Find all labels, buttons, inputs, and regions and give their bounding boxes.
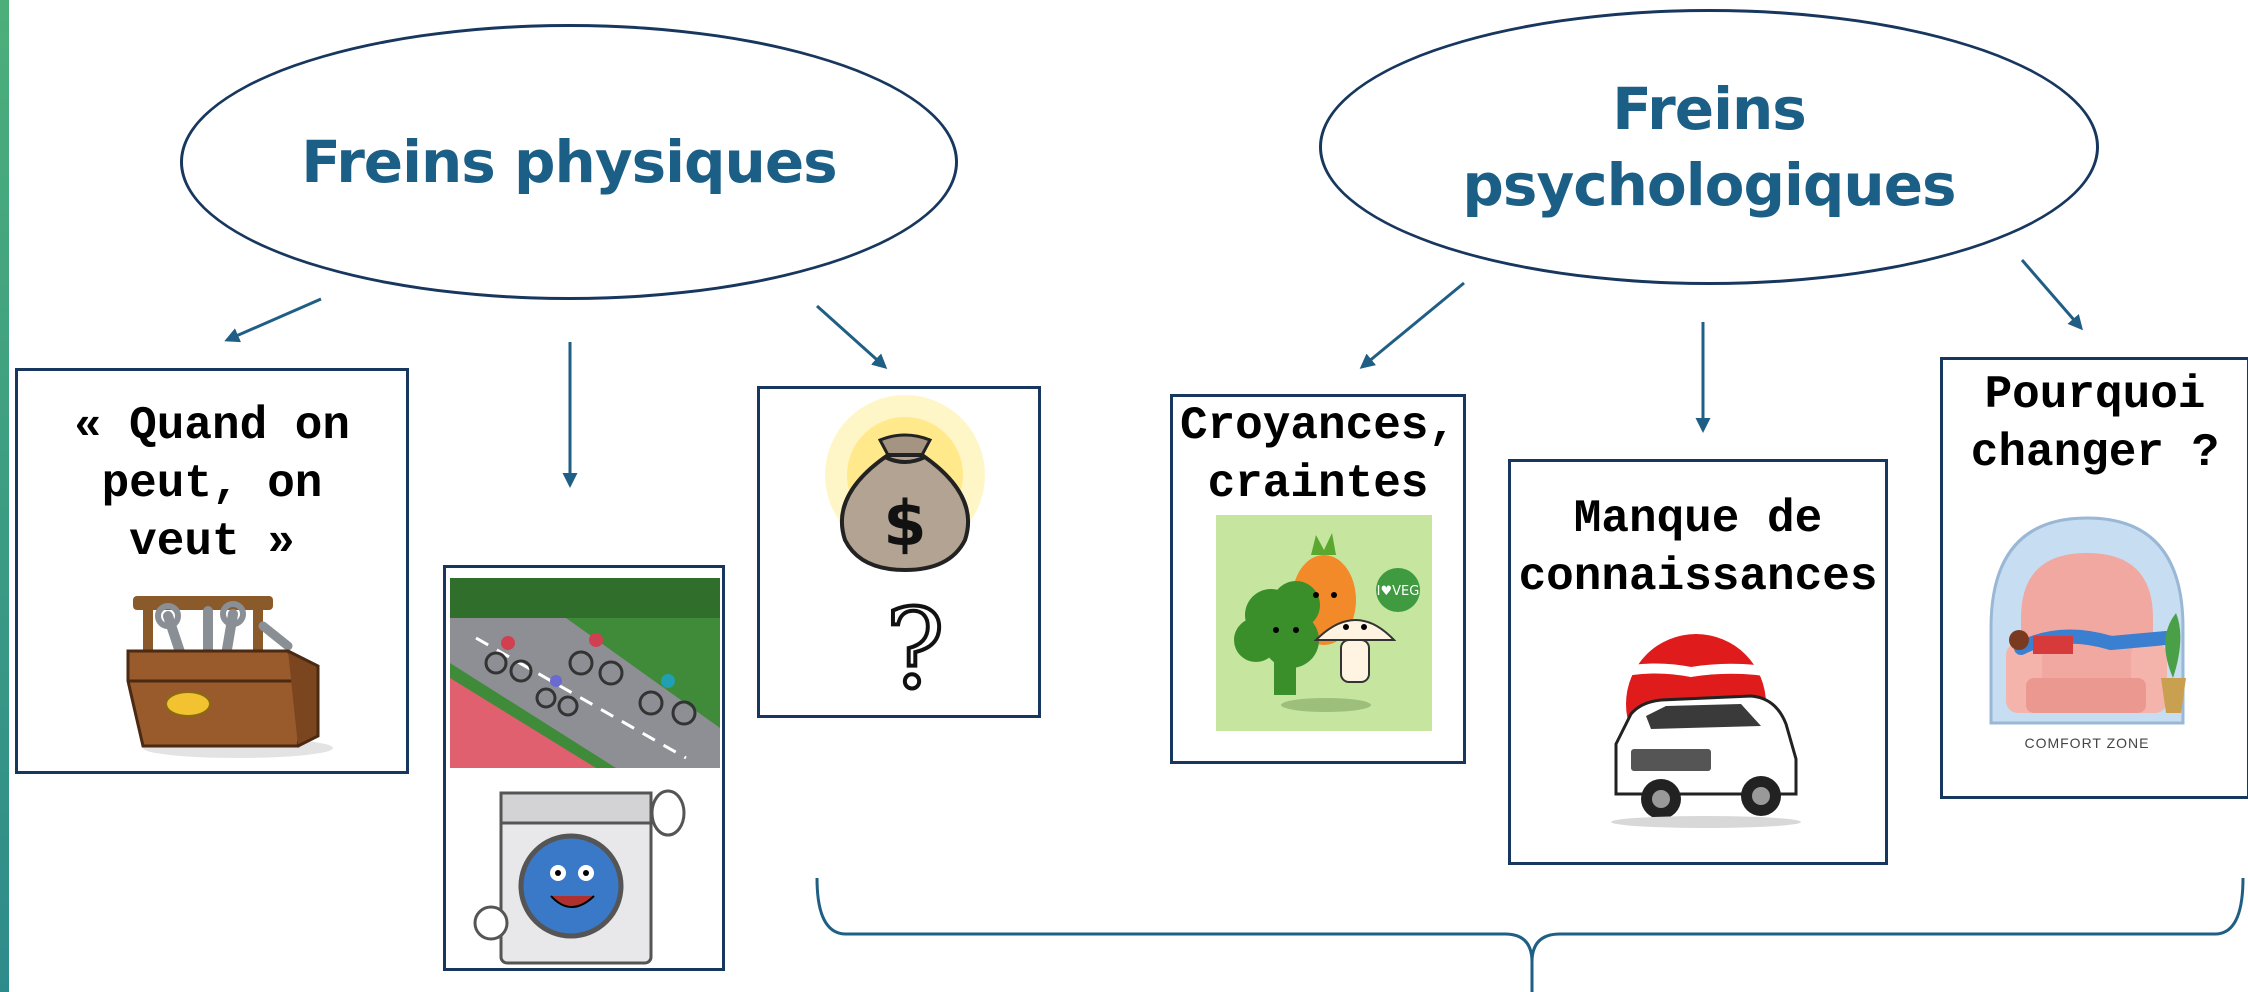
physical-brakes-title: Freins physiques: [301, 128, 837, 196]
card-croyances-label: Croyances, craintes: [1179, 400, 1457, 510]
card-manque-connaissances: Manque de connaissances: [1508, 459, 1888, 865]
psychological-brakes-title: Freins psychologiques: [1462, 75, 1956, 219]
card-pourquoi-changer: Pourquoi changer ? COMFORT ZONE: [1940, 357, 2248, 799]
svg-text:?: ?: [886, 585, 945, 695]
vegetables-icon: I♥VEG: [1216, 515, 1432, 731]
bottom-brace: [815, 877, 2245, 992]
arrow-to-argent: [815, 304, 888, 370]
suv-car-icon: [1609, 634, 1801, 828]
svg-text:I♥VEG: I♥VEG: [1377, 584, 1420, 599]
card-manque-label: Manque de connaissances: [1518, 493, 1878, 603]
money-bag-question-icon: $ ?: [825, 395, 985, 695]
card-velo-lave-linge: [443, 565, 725, 971]
card-croyances: Croyances, craintes I♥VEG: [1170, 394, 1466, 764]
card-argent: $ ?: [757, 386, 1041, 718]
left-accent-bar: [0, 0, 9, 992]
card-quand-label: « Quand on peut, on veut »: [73, 400, 351, 568]
card-quand-on-peut: « Quand on peut, on veut »: [15, 368, 409, 774]
comfort-zone-caption: COMFORT ZONE: [2024, 735, 2149, 751]
arrow-to-pourquoi: [2020, 259, 2083, 331]
arrow-to-croyances: [1359, 281, 1465, 369]
cyclists-washing-machine-icon: [450, 578, 720, 968]
physical-brakes-ellipse: Freins physiques: [180, 24, 958, 300]
toolbox-icon: [126, 596, 333, 758]
svg-text:$: $: [883, 487, 926, 560]
comfort-zone-armchair-icon: COMFORT ZONE: [1989, 516, 2186, 751]
psychological-brakes-ellipse: Freins psychologiques: [1319, 9, 2099, 285]
card-pourquoi-label: Pourquoi changer ?: [1970, 369, 2220, 479]
arrow-to-quand: [224, 297, 322, 343]
